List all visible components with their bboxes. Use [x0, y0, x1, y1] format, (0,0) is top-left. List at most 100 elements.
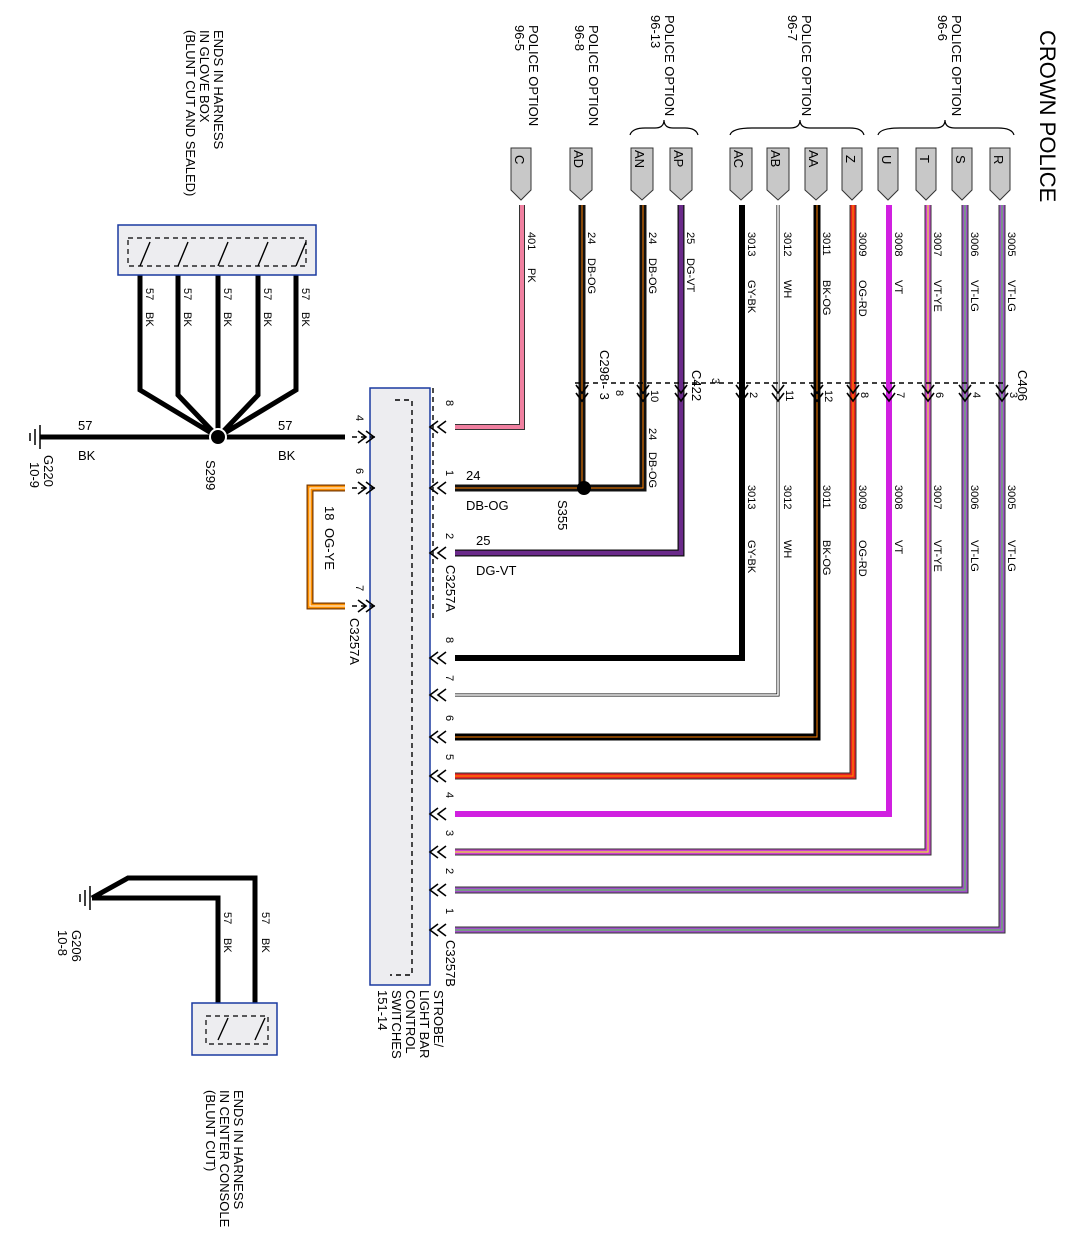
brace-labels: POLICE OPTION 96-6 POLICE OPTION 96-7 PO… — [512, 15, 964, 126]
ground-wire-right-circuit: 57 — [278, 418, 292, 433]
brace-label-96-8-ref: 96-8 — [572, 25, 587, 51]
console-wire-1-color: BK — [221, 938, 233, 953]
glovebox-label-2: IN GLOVE BOX — [197, 30, 212, 123]
switch-label-1: STROBE/ — [431, 990, 446, 1047]
glovebox-label-3: (BLUNT CUT AND SEALED) — [183, 30, 198, 196]
ground-g206-ref: 10-8 — [55, 930, 70, 956]
lower-color-24: DB-OG — [646, 452, 658, 488]
c422-pin-8: 8 — [613, 390, 625, 396]
console-label-1: ENDS IN HARNESS — [231, 1090, 246, 1210]
switch-label-2: LIGHT BAR — [417, 990, 432, 1058]
lower-circuit-3006: 3006 — [968, 485, 980, 509]
option-braces — [629, 119, 1015, 136]
ground-symbol-g206 — [79, 886, 91, 910]
switch-label-5: 151-14 — [375, 990, 390, 1030]
brace-label-96-7-ref: 96-7 — [785, 15, 800, 41]
ground-g220-ref: 10-9 — [27, 462, 42, 488]
c3257b-pins: 8 7 6 5 4 3 2 1 C3257B — [428, 637, 458, 987]
label-color-25: DG-VT — [684, 258, 696, 293]
lower-circuit-3009: 3009 — [856, 485, 868, 509]
c3257b-pin-8: 8 — [443, 637, 455, 643]
gb-wire-2-color: BK — [181, 312, 193, 327]
brace-label-96-6: POLICE OPTION — [949, 15, 964, 116]
label-circuit-3005: 3005 — [1005, 232, 1017, 256]
tab-AC: AC — [731, 150, 746, 168]
wire-3008 — [455, 205, 892, 817]
inline-connectors: C406 C422 C298 - 3 3 4 6 7 8 12 11 2 3 1… — [575, 350, 1030, 403]
tab-AP: AP — [671, 150, 686, 167]
label-24-horizontal: 24 — [466, 468, 480, 483]
wire-401 — [455, 205, 525, 430]
c406-pin-3005: 3 — [1007, 392, 1019, 398]
lower-color-3012: WH — [781, 540, 793, 558]
console-label-3: (BLUNT CUT) — [203, 1090, 218, 1171]
lower-circuit-3012: 3012 — [781, 485, 793, 509]
ground-g206-label: G206 — [69, 930, 84, 962]
c3257b-label: C3257B — [443, 940, 458, 987]
label-circuit-3012: 3012 — [781, 232, 793, 256]
ground-wire-left-circuit: 57 — [78, 418, 92, 433]
label-color-3013: GY-BK — [745, 280, 757, 314]
label-circuit-24-ad: 24 — [585, 232, 597, 244]
console-wire-2-circuit: 57 — [259, 912, 271, 924]
wire-57-console — [90, 875, 258, 1010]
c3257b-pin-6: 6 — [443, 715, 455, 721]
lower-color-3009: OG-RD — [856, 540, 868, 577]
c3257a-pin-1: 1 — [443, 470, 455, 476]
gb-wire-5-circuit: 57 — [299, 288, 311, 300]
lower-wire-labels: 3005 VT-LG 3006 VT-LG 3007 VT-YE 3008 VT… — [466, 428, 1017, 578]
c406-pin-3013: 2 — [747, 392, 759, 398]
c3257a-pin-2: 2 — [443, 533, 455, 539]
c422-label: C422 — [689, 370, 704, 401]
c422-pin-10: 10 — [648, 390, 660, 402]
c406-pin-label-3: 3 — [709, 378, 721, 384]
c3257a-pin-8: 8 — [443, 400, 455, 406]
lower-color-3006: VT-LG — [968, 540, 980, 572]
ground-g220-label: G220 — [41, 455, 56, 487]
label-circuit-24-an: 24 — [646, 232, 658, 244]
c298-label: C298 - 3 — [597, 350, 612, 400]
top-connector-tabs: R S T U Z AA AB AC AP AN AD C — [510, 147, 1011, 201]
label-circuit-401: 401 — [525, 232, 537, 250]
gb-wire-5-color: BK — [299, 312, 311, 327]
wire-3013 — [455, 205, 745, 661]
label-circuit-25: 25 — [684, 232, 696, 244]
label-dgvt-horizontal: DG-VT — [476, 563, 517, 578]
splice-s299-label: S299 — [203, 460, 218, 490]
tab-AN: AN — [632, 150, 647, 168]
brace-label-96-5: POLICE OPTION — [526, 25, 541, 126]
brace-label-96-13-ref: 96-13 — [648, 15, 663, 48]
switch-label-3: CONTROL — [403, 990, 418, 1054]
brace-label-96-13: POLICE OPTION — [662, 15, 677, 116]
lower-color-3007: VT-YE — [931, 540, 943, 572]
wire-3012 — [455, 205, 780, 697]
c406-pin-3011: 12 — [822, 390, 834, 402]
console-wire-1-circuit: 57 — [221, 912, 233, 924]
lower-circuit-3005: 3005 — [1005, 485, 1017, 509]
c3257b-pin-7: 7 — [443, 675, 455, 681]
tab-U: U — [879, 155, 894, 164]
lower-circuit-3008: 3008 — [892, 485, 904, 509]
label-color-3005: VT-LG — [1005, 280, 1017, 312]
diagram-title: CROWN POLICE — [1035, 30, 1060, 202]
console-harness: ENDS IN HARNESS IN CENTER CONSOLE (BLUNT… — [191, 912, 278, 1228]
label-circuit-3013: 3013 — [745, 232, 757, 256]
label-circuit-3008: 3008 — [892, 232, 904, 256]
lower-color-3013: GY-BK — [745, 540, 757, 574]
label-color-3011: BK-OG — [820, 280, 832, 315]
splice-s355-label: S355 — [555, 500, 570, 530]
lower-color-3008: VT — [892, 540, 904, 554]
ground-wire-left-color: BK — [78, 448, 96, 463]
label-circuit-3007: 3007 — [931, 232, 943, 256]
label-dbog-horizontal: DB-OG — [466, 498, 509, 513]
glovebox-label-1: ENDS IN HARNESS — [211, 30, 226, 150]
c406-pin-3007: 6 — [933, 392, 945, 398]
tab-R: R — [991, 155, 1006, 164]
c3257b-pin-3: 3 — [443, 830, 455, 836]
label-18: 18 — [322, 506, 337, 520]
gb-wire-3-circuit: 57 — [221, 288, 233, 300]
c3257a-label-right: C3257A — [443, 565, 458, 612]
c3257b-pin-2: 2 — [443, 868, 455, 874]
c3257a-pin-7: 7 — [353, 585, 365, 591]
